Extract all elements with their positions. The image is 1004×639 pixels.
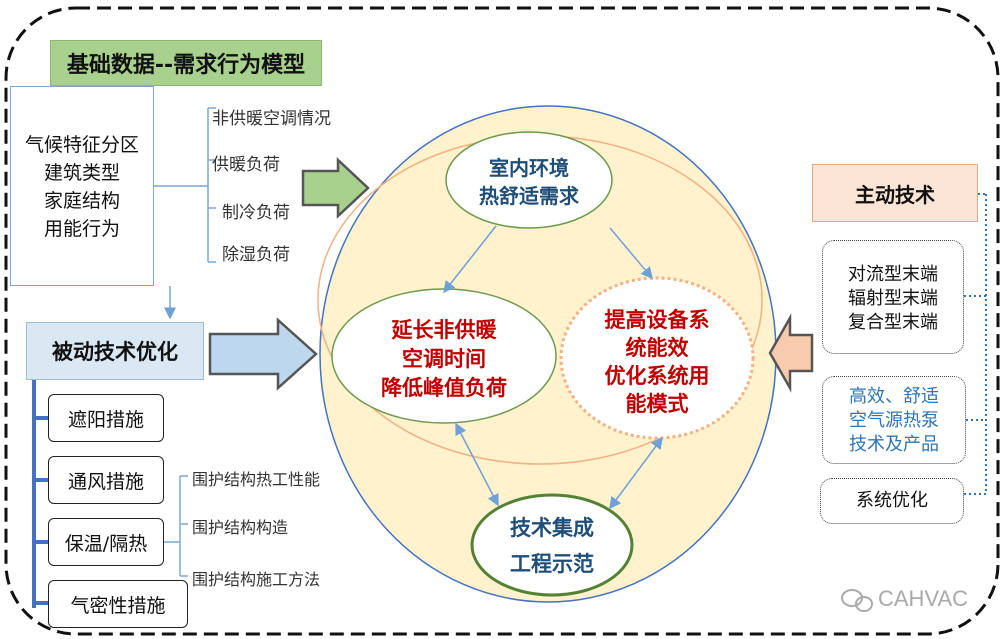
measure-ventilation: 通风措施	[48, 456, 164, 504]
envelope-item: 围护结构热工性能	[192, 470, 321, 489]
wechat-icon	[841, 589, 873, 612]
measure-shading: 遮阳措施	[48, 394, 164, 442]
envelope-item: 围护结构施工方法	[192, 570, 321, 589]
system-optimization-box: 系统优化	[820, 478, 964, 524]
outer-dashed-frame	[4, 6, 1000, 636]
passive-tech-title: 被动技术优化	[26, 322, 204, 380]
extend-period-label: 延长非供暖 空调时间 降低峰值负荷	[344, 316, 544, 403]
extend-period-line: 降低峰值负荷	[381, 376, 507, 400]
integration-label: 技术集成 工程示范	[476, 510, 628, 582]
heat-pump-line: 空气源热泵	[849, 410, 939, 431]
terminal-item: 复合型末端	[848, 312, 938, 333]
watermark-text: CAHVAC	[878, 586, 969, 611]
efficiency-line: 提高设备系	[604, 308, 710, 332]
loads-bracket	[154, 107, 216, 263]
efficiency-line: 能模式	[625, 392, 689, 416]
envelope-bracket	[164, 475, 188, 577]
heat-pump-line: 技术及产品	[849, 434, 939, 455]
green-block-arrow	[301, 157, 370, 219]
heat-pump-line: 高效、舒适	[849, 386, 939, 407]
load-item: 除湿负荷	[222, 245, 290, 265]
indoor-comfort-line: 室内环境	[489, 156, 569, 180]
load-item: 非供暖空调情况	[212, 109, 331, 129]
extend-period-line: 空调时间	[402, 347, 486, 371]
indoor-comfort-line: 热舒适需求	[479, 184, 579, 208]
bottom-ellipse-shape	[470, 493, 634, 597]
terminal-types-box: 对流型末端 辐射型末端 复合型末端	[822, 240, 964, 354]
terminal-item: 对流型末端	[848, 264, 938, 285]
active-tech-title: 主动技术	[812, 164, 978, 222]
measure-airtightness: 气密性措施	[48, 580, 188, 628]
load-item: 供暖负荷	[212, 155, 280, 175]
category-item: 用能行为	[43, 218, 120, 240]
category-item: 家庭结构	[43, 190, 120, 212]
load-item: 制冷负荷	[222, 203, 290, 223]
indoor-comfort-label: 室内环境 热舒适需求	[450, 154, 608, 210]
base-data-title: 基础数据--需求行为模型	[50, 40, 322, 86]
inner-arrows	[443, 225, 663, 510]
efficiency-label: 提高设备系 统能效 优化系统用 能模式	[570, 306, 744, 418]
efficiency-line: 优化系统用	[604, 364, 710, 388]
extend-period-line: 延长非供暖	[391, 318, 497, 342]
envelope-item: 围护结构构造	[192, 518, 289, 537]
efficiency-line: 统能效	[625, 336, 689, 360]
active-dotted-connector	[964, 193, 987, 495]
heat-pump-box: 高效、舒适 空气源热泵 技术及产品	[822, 376, 966, 464]
measures-connector	[32, 380, 48, 608]
top-ellipse-shape	[445, 131, 613, 229]
blue-block-arrow	[208, 317, 318, 391]
orange-block-arrow	[768, 313, 814, 393]
integration-line: 技术集成	[510, 516, 594, 540]
terminal-item: 辐射型末端	[848, 288, 938, 309]
category-item: 建筑类型	[43, 162, 120, 184]
integration-line: 工程示范	[510, 552, 594, 576]
basic-data-categories: 气候特征分区 建筑类型 家庭结构 用能行为	[10, 86, 154, 286]
measure-insulation: 保温/隔热	[48, 518, 164, 566]
category-item: 气候特征分区	[24, 134, 139, 156]
